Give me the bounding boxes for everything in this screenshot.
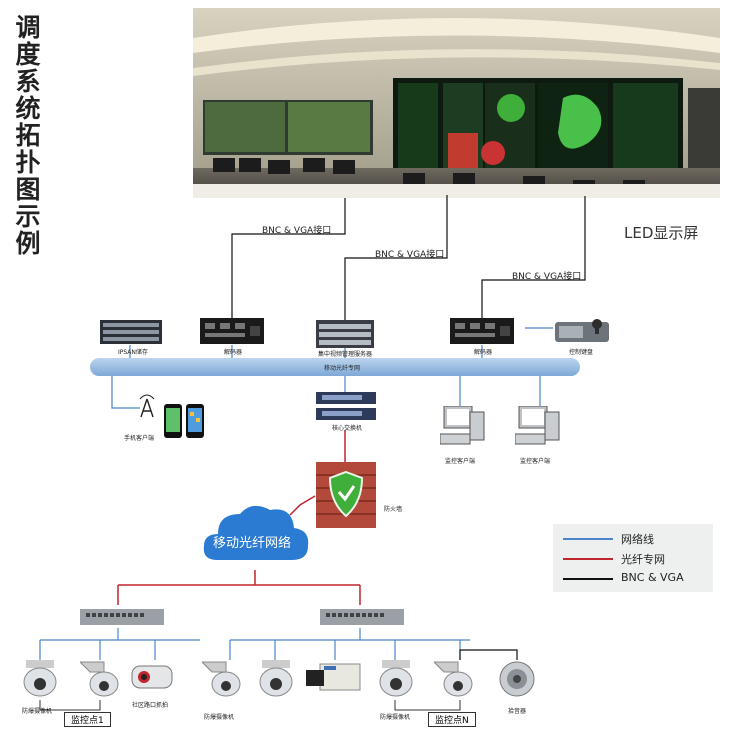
camera-label-2: 社区路口抓拍: [132, 702, 169, 709]
decoder-1-label: 解码器: [224, 349, 243, 356]
legend-swatch-fiber: [563, 558, 613, 560]
camera-label-1: 防爆摄像机: [22, 708, 53, 715]
server-label: 集中视频管理服务器: [318, 351, 373, 358]
camera-label-5: 拾音器: [508, 708, 527, 715]
fiber-network-cloud-icon: [200, 500, 312, 574]
dome-camera-3-icon: [200, 658, 242, 704]
box-camera-icon: [306, 662, 364, 700]
dome-camera-1-icon: [22, 660, 58, 702]
control-keyboard-icon: [555, 316, 609, 348]
decoder-2-label: 解码器: [474, 349, 493, 356]
access-switch-1-icon: [80, 605, 164, 633]
decoder-2-icon: [450, 318, 514, 348]
bullet-camera-icon: [128, 662, 176, 700]
client-1-label: 监控客户端: [445, 458, 476, 465]
legend: 网络线 光纤专网 BNC & VGA: [553, 524, 713, 592]
dome-camera-2-icon: [78, 658, 120, 704]
cloud-label: 移动光纤网络: [213, 536, 292, 551]
firewall-icon: [316, 462, 376, 532]
core-switch-label: 核心交换机: [332, 425, 363, 432]
mobile-label: 手机客户端: [124, 435, 155, 442]
firewall-label: 防火墙: [384, 506, 403, 513]
bnc-label-1: BNC & VGA接口: [262, 226, 332, 236]
server-icon: [316, 320, 374, 352]
smartphone-icon: [164, 404, 206, 444]
wireless-antenna-icon: [136, 393, 158, 423]
legend-swatch-network: [563, 538, 613, 540]
control-room-image: [193, 8, 720, 198]
decoder-1-icon: [200, 318, 264, 348]
dome-camera-4-icon: [258, 660, 294, 702]
page-title: 调度系统拓扑图示例: [12, 14, 41, 257]
legend-item-network: 网络线: [563, 530, 703, 546]
ipsan-storage-icon: [100, 320, 162, 348]
camera-label-3: 防爆摄像机: [204, 714, 235, 721]
core-switch-icon: [316, 392, 376, 426]
legend-label-bnc: BNC & VGA: [621, 571, 684, 584]
dome-camera-6-icon: [432, 658, 474, 704]
bnc-label-2: BNC & VGA接口: [375, 250, 445, 260]
ipsan-label: IPSAN储存: [118, 349, 148, 356]
monitoring-spot-1: 监控点1: [64, 712, 111, 727]
client-1-computer-icon: [439, 405, 490, 452]
camera-label-4: 防爆摄像机: [380, 714, 411, 721]
bnc-label-3: BNC & VGA接口: [512, 272, 582, 282]
legend-swatch-bnc: [563, 578, 613, 580]
client-2-label: 监控客户端: [520, 458, 551, 465]
legend-item-fiber: 光纤专网: [563, 550, 703, 566]
monitoring-spot-n: 监控点N: [428, 712, 476, 727]
audio-pickup-icon: [498, 660, 536, 702]
network-bar-label: 移动光纤专网: [324, 365, 361, 372]
led-label: LED显示屏: [624, 224, 699, 242]
dome-camera-5-icon: [378, 660, 414, 702]
network-bar: [90, 358, 580, 376]
keyboard-label: 控制键盘: [569, 349, 594, 356]
legend-item-bnc: BNC & VGA: [563, 570, 703, 586]
legend-label-fiber: 光纤专网: [621, 553, 665, 566]
client-2-computer-icon: [514, 405, 565, 452]
legend-label-network: 网络线: [621, 533, 654, 546]
access-switch-2-icon: [320, 605, 404, 633]
